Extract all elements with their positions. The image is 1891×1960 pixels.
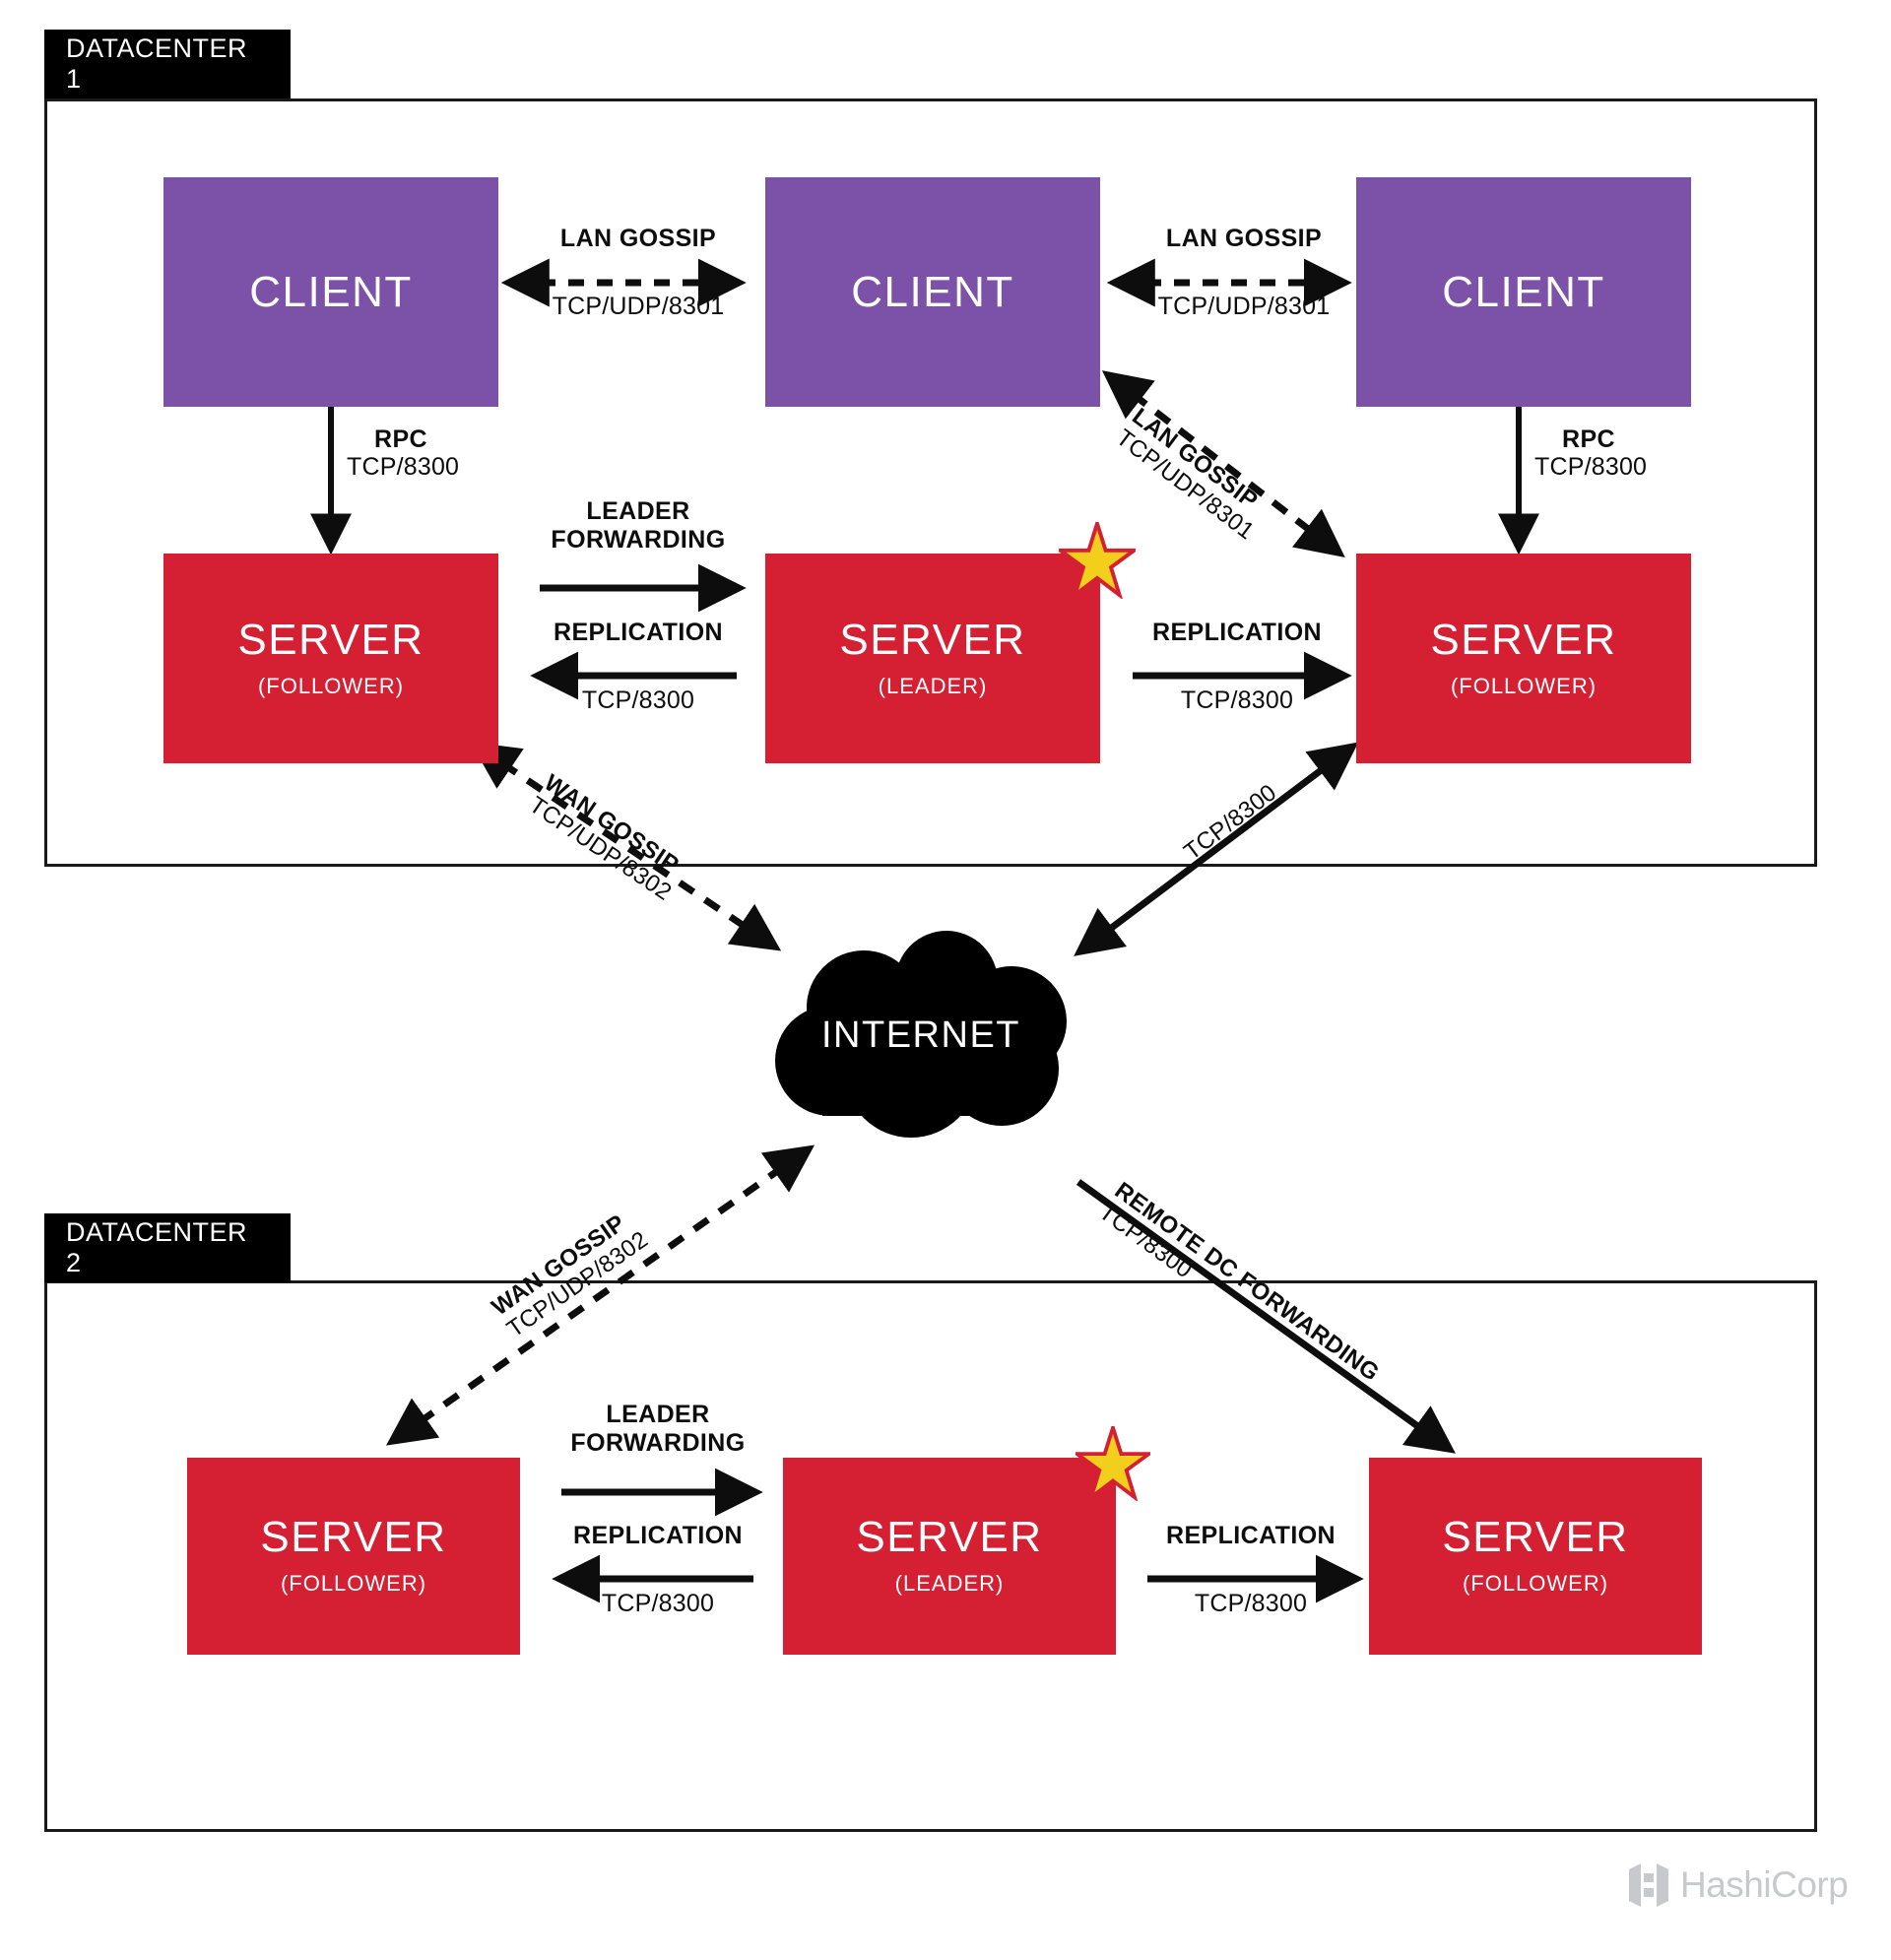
node-title: SERVER	[260, 1513, 447, 1561]
node-title: SERVER	[856, 1513, 1043, 1561]
dc1-client-1[interactable]: CLIENT	[163, 177, 498, 407]
node-role: (FOLLOWER)	[257, 673, 405, 698]
label-replication-s2-s1-dc1: REPLICATION	[520, 619, 756, 646]
label-port: TCP/UDP/8301	[552, 293, 725, 320]
dc1-server-leader[interactable]: SERVER (LEADER)	[765, 554, 1100, 763]
datacenter-2-tab: DATACENTER 2	[44, 1213, 291, 1282]
node-title: SERVER	[1430, 615, 1617, 664]
label-port-replication-s2-s3-dc1: TCP/8300	[1119, 686, 1355, 714]
node-title: SERVER	[839, 615, 1026, 664]
node-title: SERVER	[1442, 1513, 1629, 1561]
hashicorp-logo-icon	[1629, 1863, 1668, 1907]
dc2-server-follower-left[interactable]: SERVER (FOLLOWER)	[187, 1458, 520, 1655]
label-name: LAN GOSSIP	[1165, 225, 1323, 252]
label-replication-s2-s1-dc2: REPLICATION	[540, 1522, 776, 1549]
label-replication-s2-s3-dc1: REPLICATION	[1119, 619, 1355, 646]
node-title: CLIENT	[851, 267, 1014, 316]
label-port: TCP/8300	[601, 1590, 715, 1617]
label-forwarding: FORWARDING	[570, 1428, 746, 1457]
label-name: REPLICATION	[554, 619, 723, 646]
label-leader: LEADER	[586, 497, 690, 525]
label-port: TCP/8300	[1194, 1590, 1308, 1617]
node-role: (FOLLOWER)	[1462, 1571, 1609, 1596]
label-lan-gossip-c1-c2: LAN GOSSIP	[540, 225, 737, 252]
label-name: REPLICATION	[1166, 1522, 1336, 1549]
label-port: TCP/8300	[581, 686, 695, 714]
label-rpc-c3-s3: RPC TCP/8300	[1534, 425, 1751, 481]
label-port-replication-s2-s1-dc1: TCP/8300	[520, 686, 756, 714]
node-role: (FOLLOWER)	[280, 1571, 427, 1596]
datacenter-2-frame	[44, 1280, 1817, 1832]
node-title: SERVER	[237, 615, 424, 664]
label-port-replication-s2-s3-dc2: TCP/8300	[1133, 1590, 1369, 1617]
brand-name: HashiCorp	[1680, 1864, 1849, 1905]
dc1-client-3[interactable]: CLIENT	[1356, 177, 1691, 407]
label-lan-gossip-c2-c3: LAN GOSSIP	[1145, 225, 1342, 252]
label-port-lan-gossip-c1-c2: TCP/UDP/8301	[510, 293, 766, 320]
dc1-server-follower-left[interactable]: SERVER (FOLLOWER)	[163, 554, 498, 763]
label-port: TCP/8300	[347, 453, 460, 481]
label-leader-forwarding-dc2: LEADER FORWARDING	[540, 1401, 776, 1458]
label-name: REPLICATION	[1152, 619, 1322, 646]
internet-cloud: INTERNET	[753, 931, 1088, 1143]
node-role: (FOLLOWER)	[1450, 673, 1598, 698]
label-port: TCP/8300	[1534, 453, 1648, 481]
node-title: CLIENT	[249, 267, 413, 316]
node-title: CLIENT	[1442, 267, 1605, 316]
label-rpc-c1-s1: RPC TCP/8300	[347, 425, 563, 481]
label-name: LAN GOSSIP	[559, 225, 717, 252]
dc1-server-follower-right[interactable]: SERVER (FOLLOWER)	[1356, 554, 1691, 763]
label-name: REPLICATION	[573, 1522, 743, 1549]
cloud-icon	[775, 931, 1067, 1138]
node-role: (LEADER)	[878, 673, 988, 698]
node-role: (LEADER)	[894, 1571, 1005, 1596]
label-port: TCP/8300	[1180, 686, 1294, 714]
dc2-server-follower-right[interactable]: SERVER (FOLLOWER)	[1369, 1458, 1702, 1655]
dc1-leader-star-icon	[1059, 522, 1136, 599]
datacenter-2-label: DATACENTER 2	[66, 1217, 248, 1277]
label-leader: LEADER	[606, 1401, 710, 1428]
label-port-lan-gossip-c2-c3: TCP/UDP/8301	[1116, 293, 1372, 320]
label-forwarding: FORWARDING	[551, 525, 726, 554]
label-leader-forwarding-dc1: LEADER FORWARDING	[520, 497, 756, 555]
datacenter-1-frame	[44, 98, 1817, 867]
dc1-client-2[interactable]: CLIENT	[765, 177, 1100, 407]
cloud-label: INTERNET	[821, 1014, 1020, 1056]
hashicorp-brand: HashiCorp	[1627, 1862, 1849, 1909]
label-port: TCP/UDP/8301	[1157, 293, 1331, 320]
dc2-leader-star-icon	[1076, 1426, 1150, 1501]
label-replication-s2-s3-dc2: REPLICATION	[1133, 1522, 1369, 1549]
datacenter-1-tab: DATACENTER 1	[44, 30, 291, 98]
label-name: RPC	[374, 425, 427, 453]
label-port-replication-s2-s1-dc2: TCP/8300	[540, 1590, 776, 1617]
datacenter-1-label: DATACENTER 1	[66, 33, 248, 94]
dc2-server-leader[interactable]: SERVER (LEADER)	[783, 1458, 1116, 1655]
label-name: RPC	[1562, 425, 1615, 453]
